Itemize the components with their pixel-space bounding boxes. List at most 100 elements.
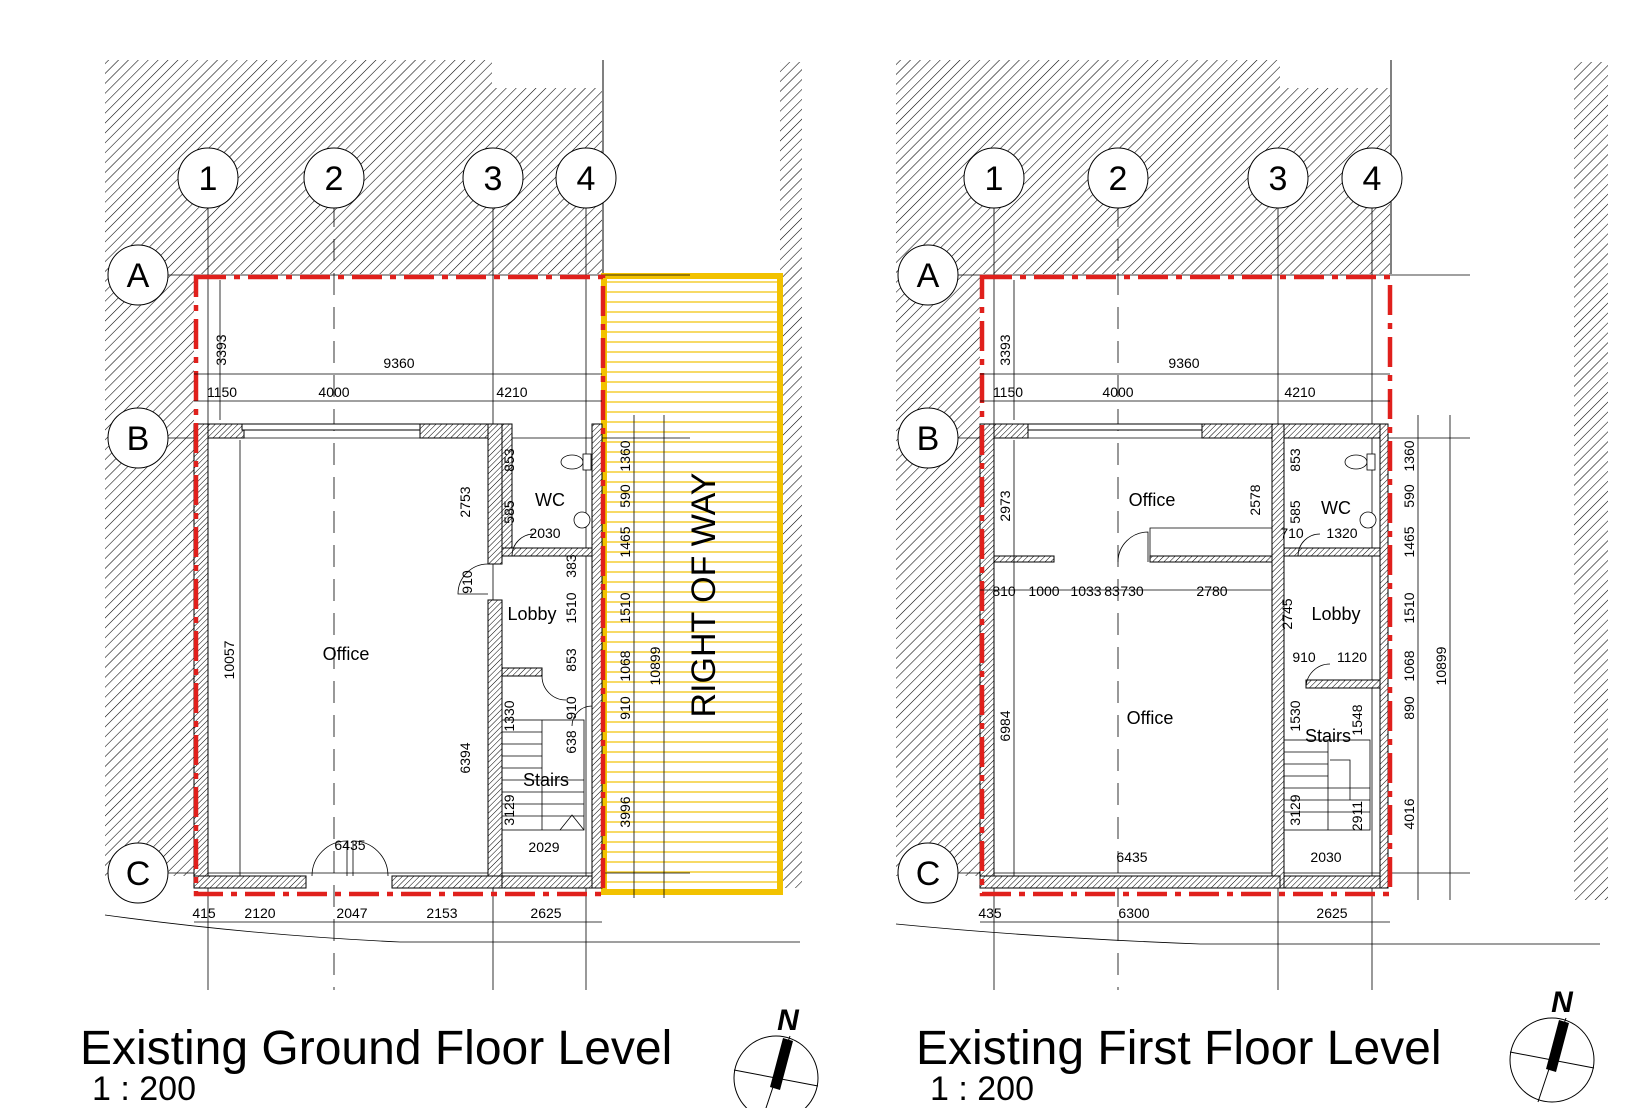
grid-label-a: A [127, 257, 150, 295]
grid-label-b: B [917, 420, 940, 458]
svg-text:2029: 2029 [528, 839, 559, 855]
svg-text:4016: 4016 [1401, 798, 1417, 829]
svg-text:1150: 1150 [993, 384, 1023, 400]
svg-text:2578: 2578 [1247, 484, 1263, 515]
svg-text:10899: 10899 [647, 646, 663, 685]
svg-text:2780: 2780 [1196, 583, 1227, 599]
svg-text:415: 415 [192, 905, 216, 921]
svg-text:4210: 4210 [496, 384, 527, 400]
grid-label-1: 1 [199, 160, 218, 198]
svg-text:N: N [777, 1004, 800, 1037]
svg-text:1465: 1465 [1401, 526, 1417, 557]
svg-text:585: 585 [1287, 500, 1303, 524]
svg-text:1068: 1068 [617, 650, 633, 681]
svg-text:383: 383 [563, 554, 579, 578]
dimension-texts: 3393 9360 1150 4000 4210 853 1360 2973 2… [978, 334, 1449, 921]
doors [1117, 527, 1331, 689]
svg-text:1465: 1465 [617, 526, 633, 557]
svg-text:1120: 1120 [1337, 649, 1367, 665]
svg-text:590: 590 [1401, 484, 1417, 508]
svg-text:1320: 1320 [1326, 525, 1357, 541]
svg-text:890: 890 [1401, 696, 1417, 720]
dimension-lines [194, 280, 665, 923]
svg-text:585: 585 [501, 500, 517, 524]
svg-text:2047: 2047 [336, 905, 367, 921]
svg-text:853: 853 [563, 648, 579, 672]
svg-text:2030: 2030 [1310, 849, 1341, 865]
svg-text:2625: 2625 [1316, 905, 1347, 921]
svg-text:2911: 2911 [1349, 801, 1365, 831]
plan-title-first: Existing First Floor Level [916, 1022, 1442, 1075]
svg-text:4210: 4210 [1284, 384, 1315, 400]
grid-label-c: C [126, 855, 151, 893]
room-wc: WC [1321, 498, 1351, 518]
svg-text:910: 910 [617, 696, 633, 720]
room-office: Office [323, 644, 370, 664]
right-of-way-label: RIGHT OF WAY [685, 473, 723, 718]
svg-text:6300: 6300 [1118, 905, 1149, 921]
grid-label-3: 3 [1269, 160, 1288, 198]
svg-text:435: 435 [978, 905, 1002, 921]
grid-label-2: 2 [1109, 160, 1128, 198]
grid-label-3: 3 [484, 160, 503, 198]
svg-text:6435: 6435 [334, 837, 365, 853]
plan-title-ground: Existing Ground Floor Level [80, 1022, 672, 1075]
doors [311, 533, 593, 877]
svg-text:2120: 2120 [244, 905, 275, 921]
svg-text:4000: 4000 [1102, 384, 1133, 400]
svg-text:1330: 1330 [501, 700, 517, 731]
svg-text:2153: 2153 [426, 905, 457, 921]
stairs-symbol [1283, 739, 1371, 831]
svg-text:910: 910 [1292, 649, 1316, 665]
svg-text:83: 83 [1104, 583, 1120, 599]
ground-floor-plan: RIGHT OF WAY [80, 60, 819, 1108]
svg-text:3996: 3996 [617, 796, 633, 827]
svg-text:4000: 4000 [318, 384, 349, 400]
plan-scale-ground: 1 : 200 [92, 1070, 196, 1108]
room-lobby: Lobby [507, 604, 556, 624]
svg-text:6394: 6394 [457, 742, 473, 773]
svg-text:1360: 1360 [617, 440, 633, 471]
plan-scale-first: 1 : 200 [930, 1070, 1034, 1108]
site-boundary-first [979, 274, 1393, 897]
grid-label-4: 4 [1363, 160, 1382, 198]
svg-text:2745: 2745 [1279, 598, 1295, 629]
svg-text:1068: 1068 [1401, 650, 1417, 681]
neighbour-hatch-right [780, 62, 802, 888]
grid-label-c: C [916, 855, 941, 893]
room-office-lower: Office [1127, 708, 1174, 728]
svg-text:2973: 2973 [997, 490, 1013, 521]
room-stairs: Stairs [1305, 726, 1351, 746]
svg-text:1033: 1033 [1070, 583, 1101, 599]
svg-text:10899: 10899 [1433, 646, 1449, 685]
svg-text:1360: 1360 [1401, 440, 1417, 471]
svg-text:1000: 1000 [1028, 583, 1059, 599]
svg-text:910: 910 [459, 570, 475, 594]
svg-text:853: 853 [501, 448, 517, 472]
svg-text:730: 730 [1120, 583, 1144, 599]
wc-fixtures [560, 453, 592, 529]
svg-text:3393: 3393 [213, 334, 229, 365]
svg-text:2030: 2030 [529, 525, 560, 541]
neighbour-hatch [896, 60, 1390, 876]
north-arrow-first: N [1509, 986, 1595, 1103]
svg-text:3393: 3393 [997, 334, 1013, 365]
svg-text:10057: 10057 [221, 640, 237, 679]
room-office-upper: Office [1129, 490, 1176, 510]
svg-text:2753: 2753 [457, 486, 473, 517]
dimension-lines [980, 280, 1451, 923]
walls [979, 423, 1389, 889]
svg-text:2625: 2625 [530, 905, 561, 921]
grid-label-b: B [127, 420, 150, 458]
svg-text:3129: 3129 [501, 794, 517, 825]
neighbour-hatch [105, 60, 602, 876]
grid-bubbles [107, 147, 617, 904]
svg-text:910: 910 [563, 696, 579, 720]
neighbour-hatch-right [1574, 62, 1608, 900]
svg-text:1530: 1530 [1287, 700, 1303, 731]
svg-text:1510: 1510 [563, 592, 579, 623]
north-arrow-ground: N [733, 1004, 819, 1108]
svg-text:1510: 1510 [617, 592, 633, 623]
room-wc: WC [535, 490, 565, 510]
dimension-texts: 3393 9360 1150 4000 4210 853 1360 2753 5… [192, 334, 663, 921]
